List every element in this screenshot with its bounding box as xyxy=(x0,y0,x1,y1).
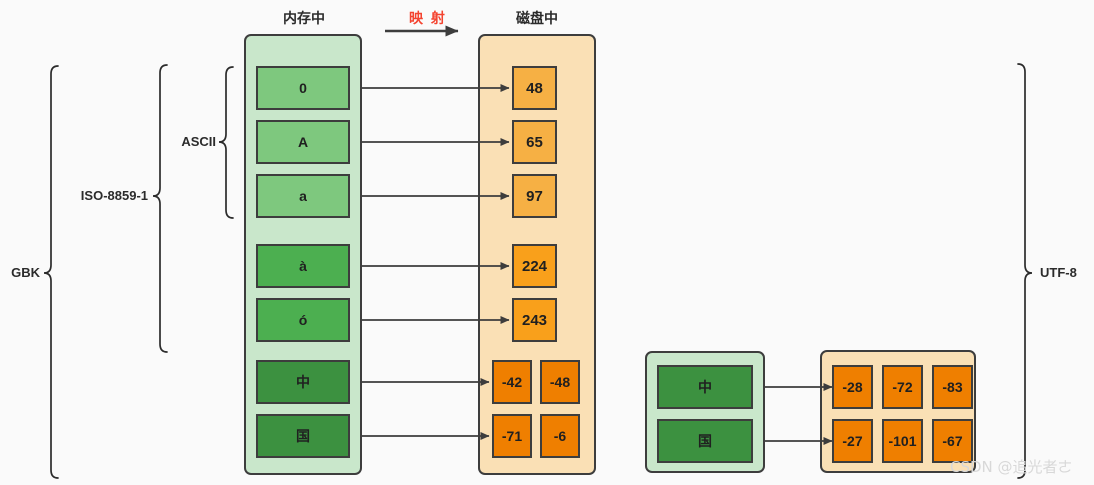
memory-cell: 中 xyxy=(256,360,350,404)
brace-gbk xyxy=(43,65,59,479)
disk-byte-cell: 48 xyxy=(512,66,557,110)
disk-byte-cell: 224 xyxy=(512,244,557,288)
brace-label-iso: ISO-8859-1 xyxy=(80,188,148,203)
disk-byte-cell: -67 xyxy=(932,419,973,463)
disk-byte-cell: -71 xyxy=(492,414,532,458)
disk-byte-cell: 65 xyxy=(512,120,557,164)
brace-utf8 xyxy=(1017,63,1033,479)
disk-byte-cell: -28 xyxy=(832,365,873,409)
watermark: CSDN @追光者ㄜ xyxy=(950,458,1073,476)
mapping-connectors-right xyxy=(765,383,833,445)
disk-byte-cell: -27 xyxy=(832,419,873,463)
disk-byte-cell: -6 xyxy=(540,414,580,458)
disk-byte-cell: 97 xyxy=(512,174,557,218)
disk-byte-cell: -72 xyxy=(882,365,923,409)
disk-byte-cell: -48 xyxy=(540,360,580,404)
disk-byte-cell: -101 xyxy=(882,419,923,463)
memory-cell: 国 xyxy=(657,419,753,463)
memory-column-header: 内存中 xyxy=(283,10,325,26)
brace-iso xyxy=(152,64,168,353)
memory-cell: 中 xyxy=(657,365,753,409)
brace-label-gbk: GBK xyxy=(11,265,40,280)
disk-byte-cell: -42 xyxy=(492,360,532,404)
disk-byte-cell: 243 xyxy=(512,298,557,342)
memory-cell: a xyxy=(256,174,350,218)
memory-cell: à xyxy=(256,244,350,288)
memory-cell: 0 xyxy=(256,66,350,110)
mapping-connectors-left xyxy=(362,84,510,440)
disk-column-header: 磁盘中 xyxy=(516,10,558,26)
brace-label-ascii: ASCII xyxy=(181,134,216,149)
memory-cell: A xyxy=(256,120,350,164)
memory-cell: 国 xyxy=(256,414,350,458)
memory-cell: ó xyxy=(256,298,350,342)
mapping-label: 映 射 xyxy=(409,10,447,26)
brace-ascii xyxy=(218,66,234,219)
brace-label-utf8: UTF-8 xyxy=(1040,265,1077,280)
disk-byte-cell: -83 xyxy=(932,365,973,409)
